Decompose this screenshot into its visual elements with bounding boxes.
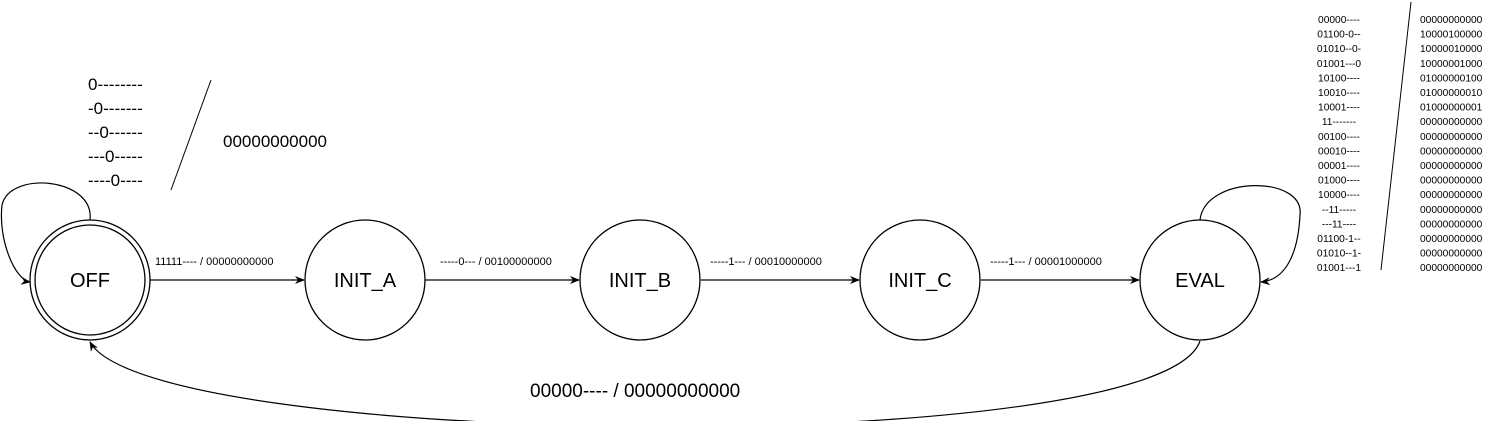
off-self-loop-input: ----0----	[88, 171, 143, 190]
eval-self-loop-outputs: 00000000000 10000100000 10000010000 1000000…	[1420, 15, 1483, 274]
eval-self-loop-output: 00000000000	[1420, 15, 1483, 26]
eval-self-loop-output: 01000000010	[1420, 88, 1483, 99]
eval-self-loop-output: 00000000000	[1420, 146, 1483, 157]
eval-self-loop-input: 00100----	[1318, 132, 1360, 143]
off-self-loop-input: ---0-----	[88, 147, 143, 166]
edge-eval-to-off	[89, 340, 1201, 421]
eval-self-loop-output: 00000000000	[1420, 219, 1483, 230]
label-init-c-to-eval: -----1--- / 00001000000	[990, 256, 1102, 268]
eval-self-loop-output: 01000000001	[1420, 103, 1483, 114]
eval-self-loop-input: 01000----	[1318, 176, 1360, 187]
state-init-c[interactable]: INIT_C	[859, 219, 981, 341]
label-off-to-init-a: 11111---- / 00000000000	[155, 256, 273, 268]
state-init-a-label: INIT_A	[334, 270, 397, 292]
edge-off-self-loop	[0, 182, 91, 285]
off-self-loop-separator	[170, 79, 212, 191]
eval-self-loop-input: 01001---1	[1317, 263, 1362, 274]
state-off-inner-ring	[34, 224, 146, 336]
eval-self-loop-input: 01010--1-	[1317, 249, 1361, 260]
eval-self-loop-output: 00000000000	[1420, 205, 1483, 216]
off-self-loop-input: --0------	[88, 123, 143, 142]
state-init-c-label: INIT_C	[888, 270, 951, 292]
off-self-loop-input: 0--------	[88, 75, 143, 94]
eval-self-loop-output: 00000000000	[1420, 190, 1483, 201]
eval-self-loop-input: 10000----	[1318, 190, 1360, 201]
state-eval[interactable]: EVAL	[1139, 219, 1261, 341]
eval-self-loop-output: 10000001000	[1420, 59, 1483, 70]
eval-self-loop-inputs: 00000---- 01100-0-- 01010--0- 01001---0 1010…	[1317, 15, 1362, 274]
state-init-b-circle	[579, 219, 701, 341]
state-init-c-circle	[859, 219, 981, 341]
eval-self-loop-input: 01100-1--	[1317, 234, 1360, 245]
state-off[interactable]: OFF	[29, 219, 151, 341]
eval-self-loop-output: 00000000000	[1420, 176, 1483, 187]
eval-self-loop-input: 01001---0	[1317, 59, 1362, 70]
eval-self-loop-output: 00000000000	[1420, 117, 1483, 128]
edge-eval-self-loop	[1199, 185, 1301, 286]
eval-self-loop-input: --11-----	[1322, 205, 1356, 216]
eval-self-loop-output: 00000000000	[1420, 263, 1483, 274]
eval-self-loop-output: 00000000000	[1420, 161, 1483, 172]
eval-self-loop-input: 10100----	[1318, 73, 1360, 84]
eval-self-loop-input: 00001----	[1318, 161, 1360, 172]
state-eval-circle	[1139, 219, 1261, 341]
label-init-b-to-init-c: -----1--- / 00010000000	[710, 256, 822, 268]
eval-self-loop-output: 00000000000	[1420, 234, 1483, 245]
eval-self-loop-output: 10000100000	[1420, 30, 1483, 41]
eval-self-loop-input: 00000----	[1318, 15, 1360, 26]
eval-self-loop-output: 01000000100	[1420, 73, 1483, 84]
eval-self-loop-input: 10001----	[1318, 103, 1360, 114]
label-init-a-to-init-b: -----0--- / 00100000000	[440, 256, 552, 268]
off-self-loop-output: 00000000000	[223, 132, 327, 151]
eval-self-loop-input: 00010----	[1318, 146, 1360, 157]
eval-self-loop-output: 00000000000	[1420, 249, 1483, 260]
label-eval-to-off: 00000---- / 00000000000	[530, 381, 740, 402]
state-off-label: OFF	[70, 270, 110, 292]
state-init-b[interactable]: INIT_B	[579, 219, 701, 341]
eval-self-loop-input: ---11----	[1322, 219, 1356, 230]
state-init-b-label: INIT_B	[609, 270, 671, 292]
eval-self-loop-output: 00000000000	[1420, 132, 1483, 143]
eval-self-loop-input: 11-------	[1322, 117, 1356, 128]
eval-self-loop-separator	[1380, 1, 1412, 271]
state-init-a[interactable]: INIT_A	[304, 219, 426, 341]
eval-self-loop-input: 01100-0--	[1317, 30, 1360, 41]
off-self-loop-inputs: 0-------- -0------- --0------ ---0----- ----…	[88, 75, 143, 190]
state-init-a-circle	[304, 219, 426, 341]
state-eval-label: EVAL	[1175, 270, 1225, 292]
eval-self-loop-input: 10010----	[1318, 88, 1360, 99]
off-self-loop-input: -0-------	[88, 99, 143, 118]
eval-self-loop-input: 01010--0-	[1317, 44, 1361, 55]
eval-self-loop-output: 10000010000	[1420, 44, 1483, 55]
